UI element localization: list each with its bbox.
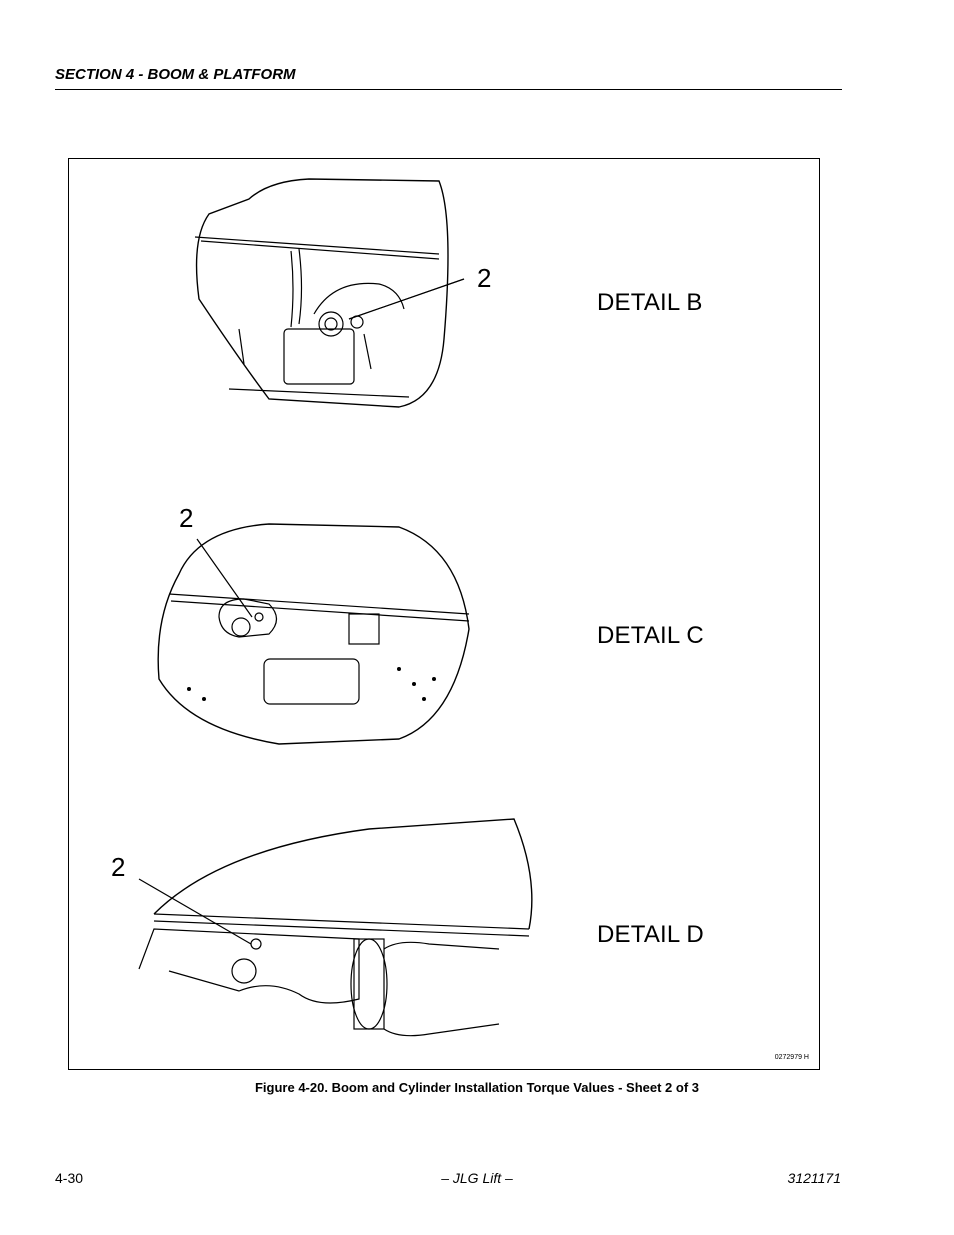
detail-d-label: DETAIL D — [597, 921, 704, 948]
detail-d-callout: 2 — [111, 852, 126, 882]
header-rule — [55, 89, 842, 90]
detail-c-drawing — [157, 523, 470, 745]
footer-center-text: – JLG Lift – — [441, 1170, 513, 1186]
figure-drawing — [138, 178, 533, 1037]
figure-id: 0272979 H — [774, 1054, 809, 1061]
footer-doc-number: 3121171 — [787, 1170, 841, 1186]
detail-b-drawing — [194, 178, 465, 408]
figure-frame: 2 DETAIL B 2 DETAIL C 2 DETAIL D 0272979… — [68, 158, 820, 1070]
detail-c-label: DETAIL C — [597, 622, 704, 649]
footer-page-number: 4-30 — [55, 1170, 84, 1186]
section-header: SECTION 4 - BOOM & PLATFORM — [55, 66, 296, 83]
detail-b-label: DETAIL B — [597, 289, 703, 316]
detail-c-callout: 2 — [179, 503, 194, 533]
detail-d-drawing — [138, 818, 533, 1037]
detail-b-callout: 2 — [477, 263, 492, 293]
figure-caption: Figure 4-20. Boom and Cylinder Installat… — [254, 1080, 699, 1095]
